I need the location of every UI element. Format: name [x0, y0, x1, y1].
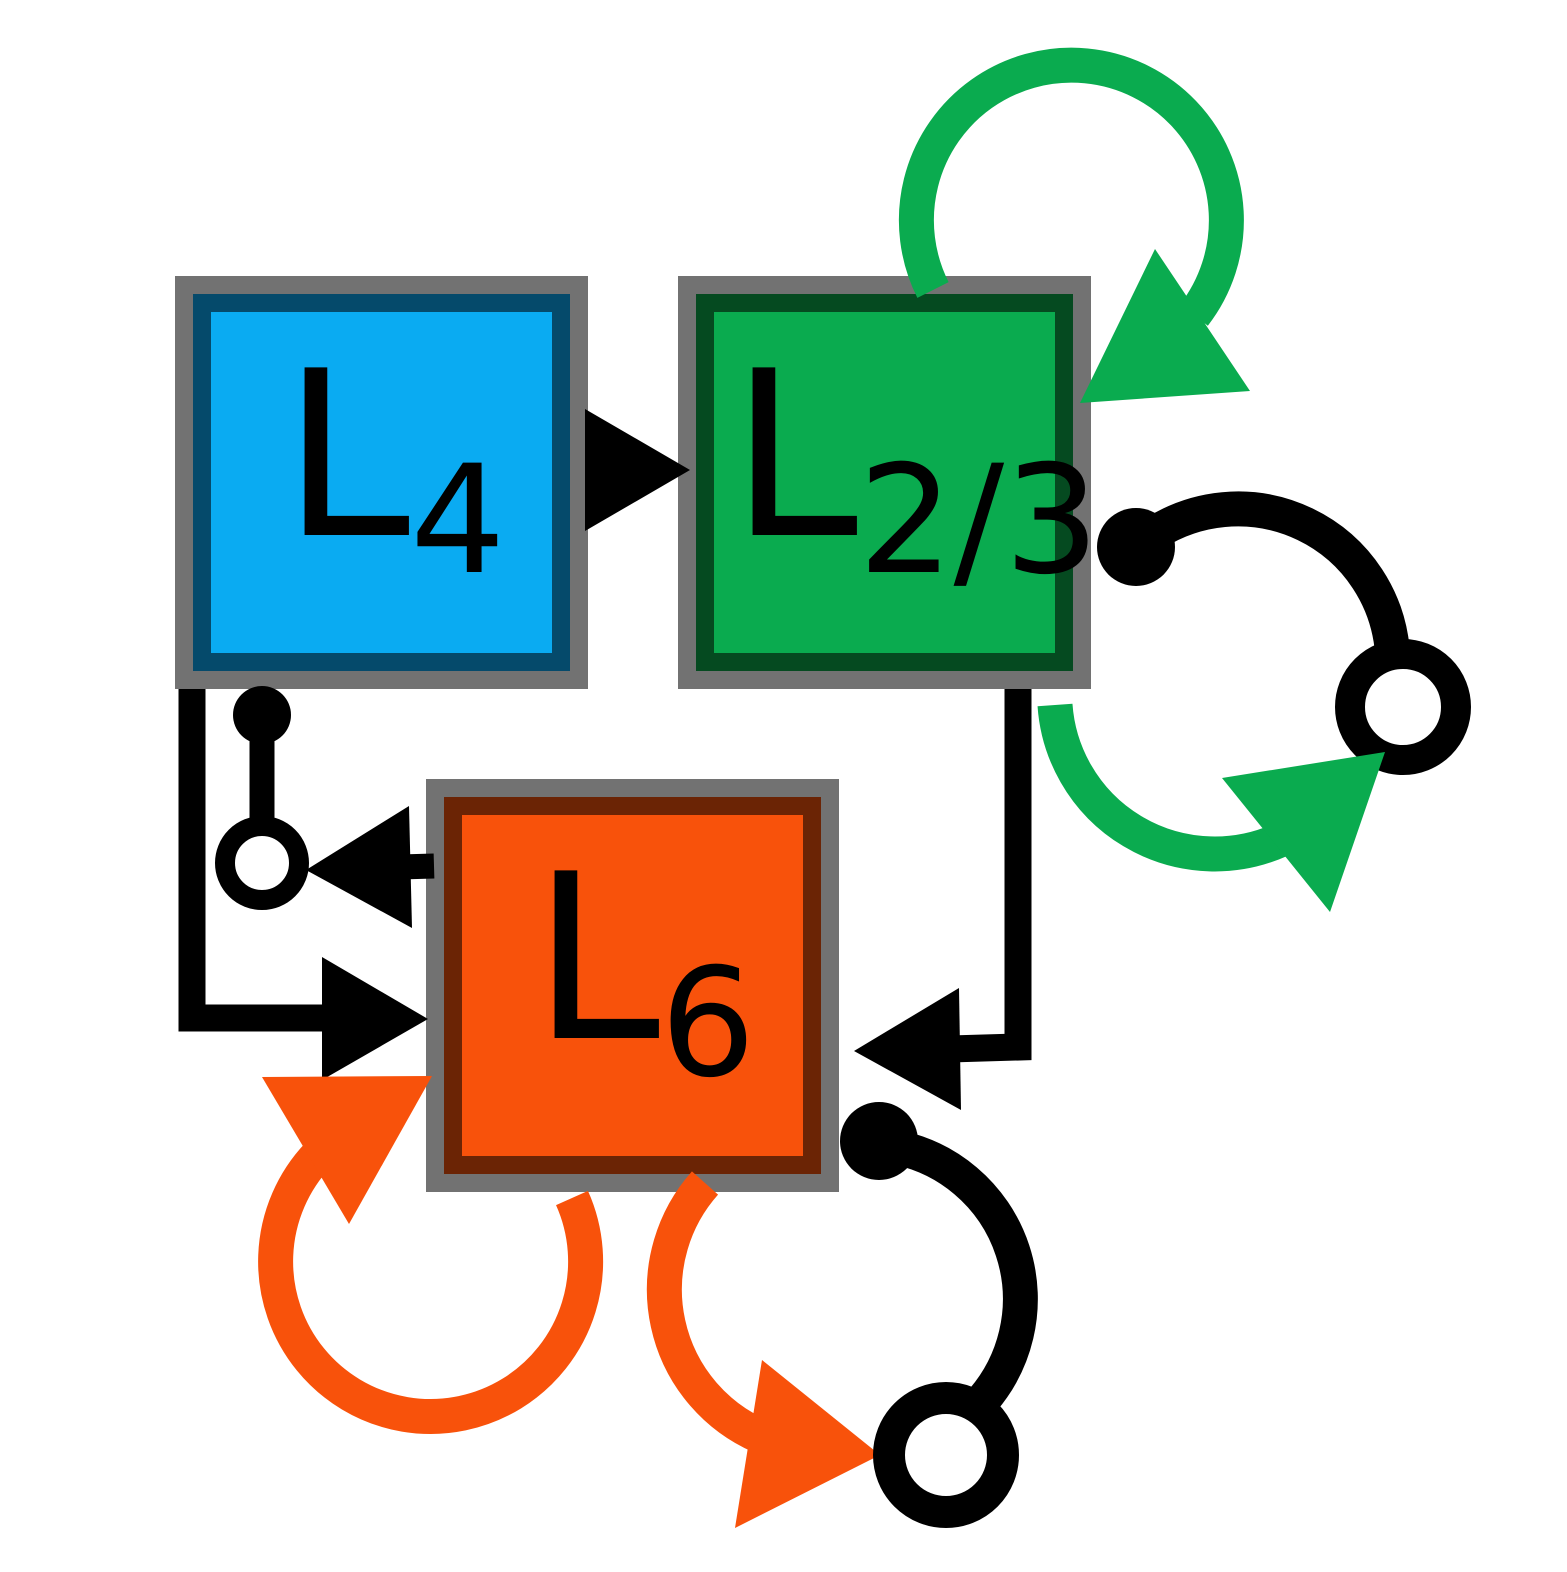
l4-to-l23-arrowhead: [585, 409, 690, 531]
l6-self-loop-arrowhead: [262, 1076, 432, 1224]
l23-green-return-arrowhead: [1222, 752, 1385, 912]
l6-inhib-source-dot: [840, 1102, 918, 1180]
node-l6-box: [462, 815, 803, 1156]
l23-inhib-source-dot: [1097, 508, 1175, 586]
node-l4-box: [211, 312, 552, 653]
node-l6-label-main: L: [532, 826, 660, 1093]
node-l23-label-main: L: [730, 323, 858, 590]
l23-to-l6-connector: [949, 689, 1032, 1063]
l4-to-l6-connector: [178, 689, 330, 1032]
l6-to-l4-inhib-arrowhead: [306, 806, 412, 928]
l4-inhib-node: [215, 816, 309, 910]
node-l4-label-sub: 4: [410, 434, 505, 608]
l6-to-inhib-orange-arrowhead: [735, 1360, 880, 1528]
node-l6: L6: [426, 779, 839, 1192]
node-l23-box: [714, 312, 1055, 653]
node-l6-label-sub: 6: [660, 937, 755, 1111]
l4-inhib-source-dot: [233, 686, 291, 744]
node-l4-label: L4: [282, 323, 506, 608]
l23-to-inhib-arc: [1145, 491, 1410, 650]
l6-to-inhib-orange-arc: [646, 1171, 768, 1453]
l6-inhib-arc: [895, 1130, 1038, 1412]
l6-self-loop-arc: [258, 1143, 604, 1435]
node-l23: L2/3: [678, 276, 1100, 689]
l23-self-loop-arc: [898, 47, 1244, 326]
l4-to-l6-arrowhead: [322, 957, 428, 1080]
l6-inhib-node: [873, 1382, 1019, 1528]
node-l4: L4: [175, 276, 588, 689]
l23-inhib-node: [1335, 639, 1471, 775]
node-l4-label-main: L: [282, 323, 410, 590]
node-l23-label: L2/3: [730, 323, 1100, 608]
l23-self-loop-arrowhead: [1080, 249, 1250, 403]
l23-to-l6-arrowhead: [854, 988, 961, 1110]
l23-green-return-arc: [1037, 703, 1288, 872]
node-l23-label-sub: 2/3: [858, 434, 1099, 608]
node-l6-label: L6: [532, 826, 756, 1111]
